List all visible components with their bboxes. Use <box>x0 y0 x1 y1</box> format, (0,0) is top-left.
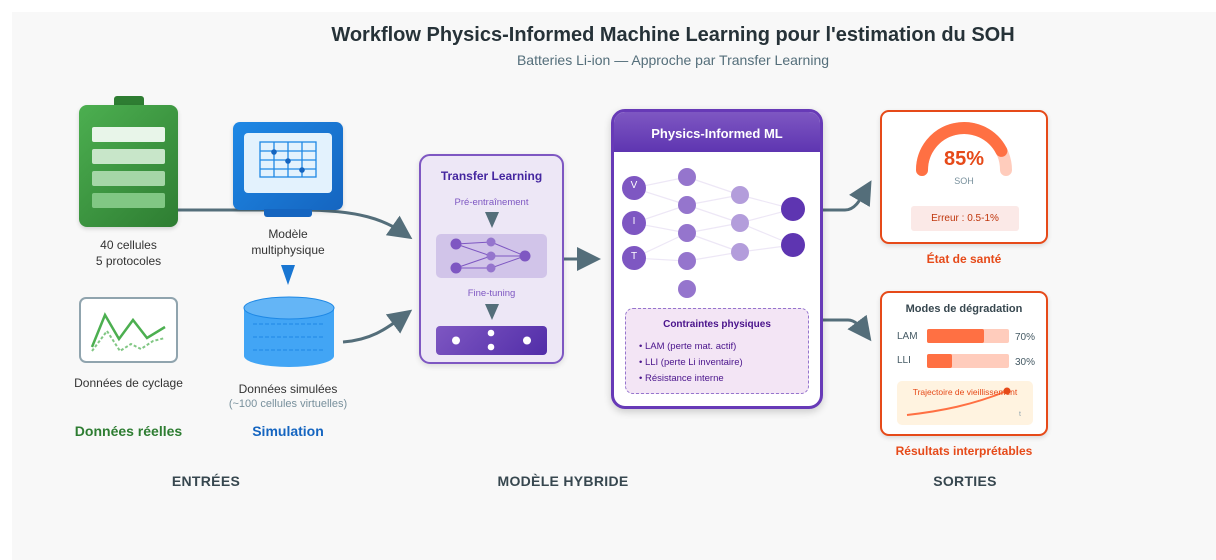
input-label-i: I <box>632 216 636 227</box>
piml-neural-network <box>622 168 805 298</box>
soh-caption: État de santé <box>926 252 1002 266</box>
soh-value: 85% <box>943 148 985 170</box>
section-outputs: SORTIES <box>933 473 997 489</box>
degradation-title: Modes de dégradation <box>905 303 1023 315</box>
soh-gauge <box>916 122 1012 176</box>
arrow-sim-to-tl <box>342 309 413 344</box>
piml-title: Physics-Informed ML <box>614 112 820 152</box>
soh-box: 85% SOH Erreur : 0.5-1% <box>880 110 1048 244</box>
lli-bar <box>927 354 1009 368</box>
database-icon <box>243 296 335 367</box>
input-node-i <box>622 211 646 235</box>
time-axis-label: t <box>1019 411 1021 418</box>
real-data-group-title: Données réelles <box>74 423 183 439</box>
lam-bar <box>927 329 1009 343</box>
input-label-v: V <box>630 180 638 191</box>
diagram-subtitle: Batteries Li-ion — Approche par Transfer… <box>516 52 830 68</box>
input-node-v <box>622 176 646 200</box>
degradation-box: Modes de dégradation LAM 70% LLI 30% Tra… <box>880 291 1048 436</box>
output-node <box>781 233 805 257</box>
degradation-caption: Résultats interprétables <box>895 444 1033 458</box>
pretrained-network <box>436 234 547 278</box>
simulated-label: Données simulées <box>238 382 338 396</box>
trajectory-chart: Trajectoire de vieillissement t <box>897 381 1033 425</box>
cycling-data-icon <box>79 297 178 363</box>
soh-label: SOH <box>954 176 974 186</box>
section-inputs: ENTRÉES <box>171 473 241 489</box>
battery-label: 40 cellules 5 protocoles <box>95 238 162 268</box>
tl-step-finetuning: Fine-tuning <box>467 288 516 299</box>
down-arrow-icon <box>485 212 499 228</box>
arrow-model-to-db <box>281 265 295 285</box>
battery-icon <box>79 105 178 227</box>
diagram-title: Workflow Physics-Informed Machine Learni… <box>331 24 1015 46</box>
simulation-group-title: Simulation <box>252 423 324 439</box>
constraint-item: • Résistance interne <box>639 373 724 384</box>
input-node-t <box>622 246 646 270</box>
finetuned-network <box>436 326 547 355</box>
mode-value-lli: 30% <box>1015 357 1036 368</box>
tl-title: Transfer Learning <box>440 169 543 183</box>
grid-chart-icon <box>259 141 317 178</box>
arrow-piml-to-soh <box>823 180 872 212</box>
output-node <box>781 197 805 221</box>
error-badge: Erreur : 0.5-1% <box>911 206 1019 231</box>
tl-step-pretraining: Pré-entraînement <box>454 197 529 208</box>
transfer-learning-box: Transfer Learning Pré-entraînement Fine-… <box>419 154 564 364</box>
constraints-title: Contraintes physiques <box>663 319 771 330</box>
model-label: Modèle multiphysique <box>251 227 325 257</box>
monitor-stand <box>264 209 312 217</box>
mode-value-lam: 70% <box>1015 332 1036 343</box>
monitor-icon <box>233 122 343 210</box>
line-chart-icon <box>90 312 166 353</box>
down-arrow-icon <box>485 304 499 320</box>
mode-name-lam: LAM <box>897 331 918 342</box>
input-label-t: T <box>630 251 638 262</box>
mode-name-lli: LLI <box>897 355 911 366</box>
trajectory-curve <box>906 387 1011 416</box>
cycling-label: Données de cyclage <box>74 376 183 390</box>
section-hybrid-model: MODÈLE HYBRIDE <box>497 473 629 489</box>
constraint-item: • LLI (perte Li inventaire) <box>639 357 743 368</box>
constraint-item: • LAM (perte mat. actif) <box>639 341 737 352</box>
lli-bar-fill <box>927 354 952 368</box>
trajectory-label: Trajectoire de vieillissement <box>912 387 1018 397</box>
neural-network-icon <box>450 237 531 274</box>
physical-constraints-box: Contraintes physiques • LAM (perte mat. … <box>625 308 809 394</box>
piml-box: Physics-Informed ML V I T Contraintes ph… <box>611 109 823 409</box>
network-nodes-icon <box>452 329 531 351</box>
lam-bar-fill <box>927 329 985 343</box>
arrow-piml-to-deg <box>823 314 872 342</box>
simulated-sublabel: (~100 cellules virtuelles) <box>228 398 348 410</box>
